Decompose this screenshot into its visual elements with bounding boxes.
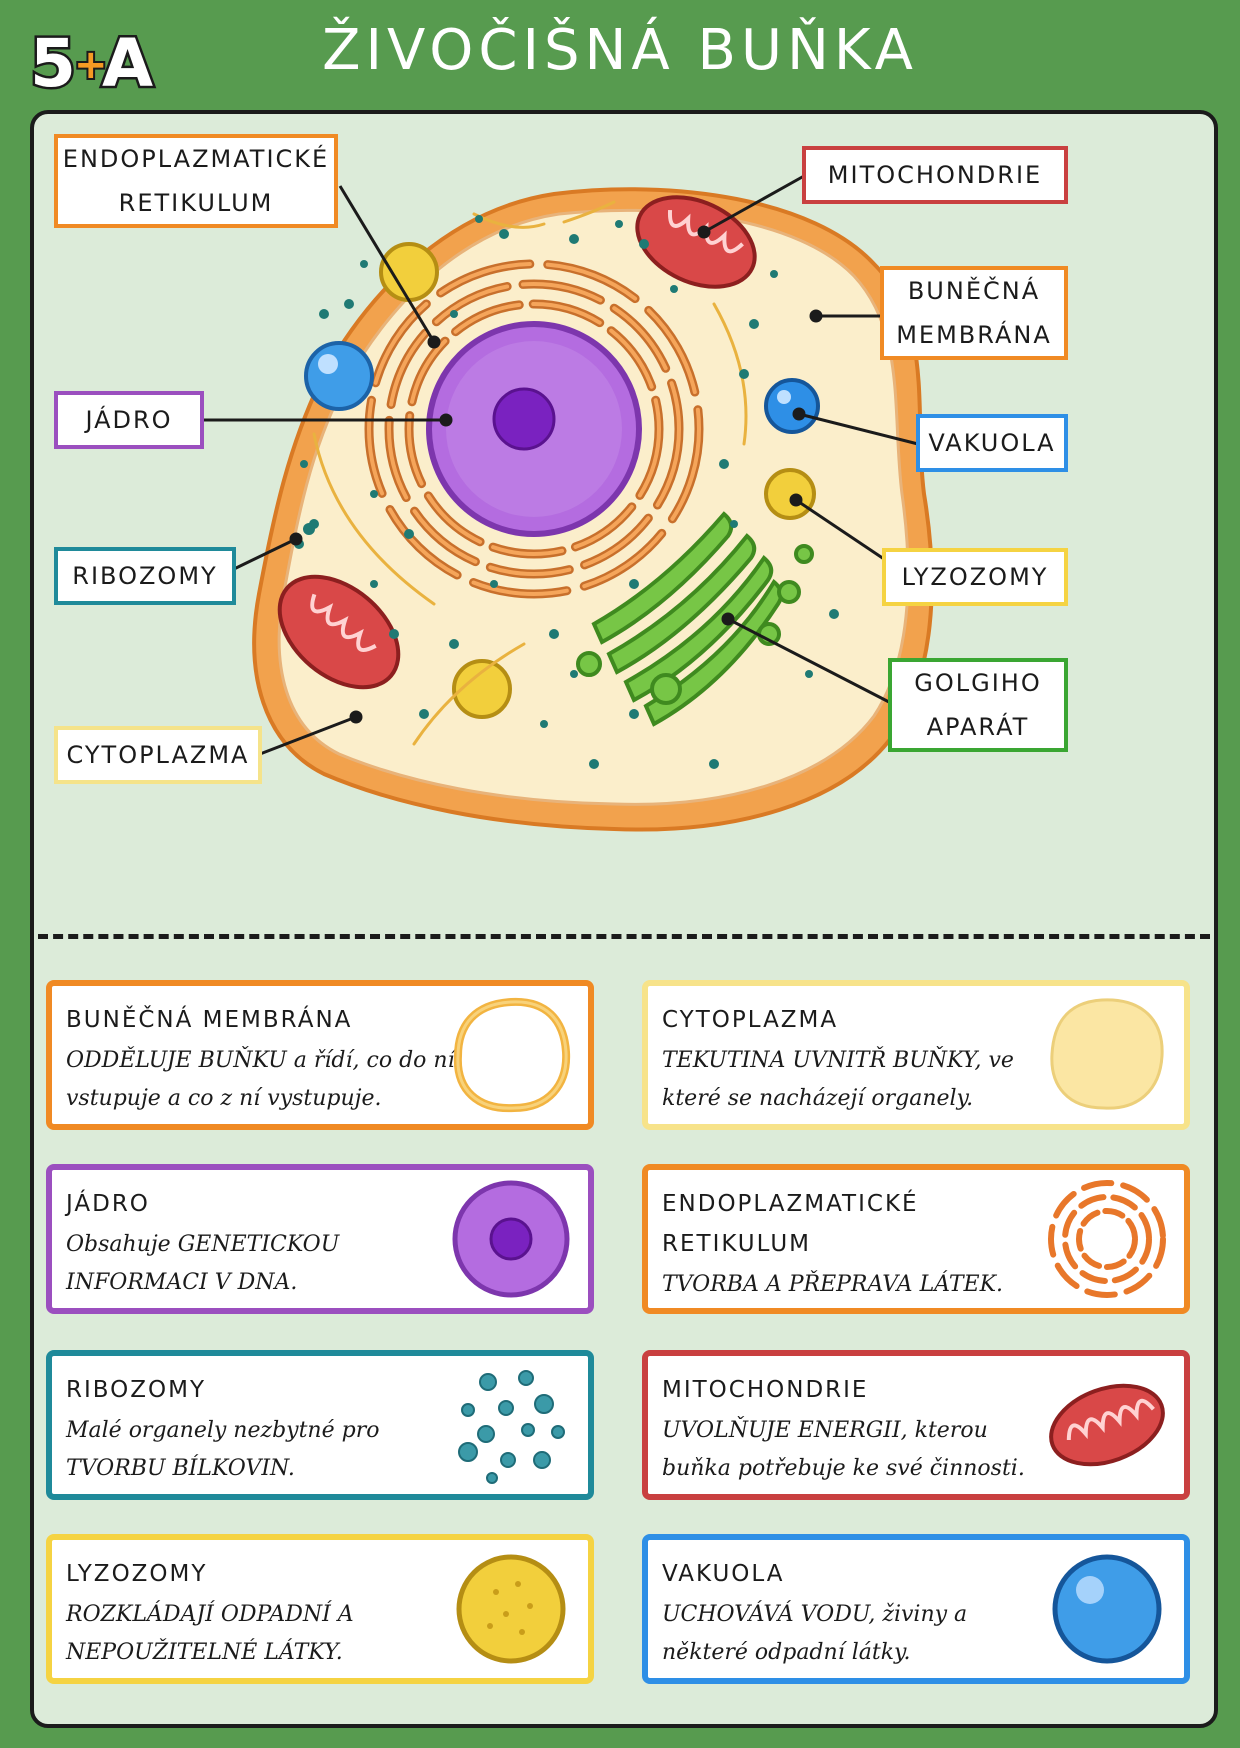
animal-cell-diagram (202, 174, 934, 832)
card-title: LYZOZOMY (66, 1561, 208, 1587)
diagram-panel: ENDOPLAZMATICKÉ RETIKULUM MITOCHONDRIE B… (30, 110, 1218, 1728)
card-description: Obsahuje GENETICKOU INFORMACI V DNA. (66, 1232, 340, 1295)
card-title: VAKUOLA (662, 1561, 785, 1587)
card-description: TVORBA A PŘEPRAVA LÁTEK. (662, 1272, 1004, 1297)
card-mitochondria: MITOCHONDRIE UVOLŇUJE ENERGII, kterou bu… (642, 1350, 1190, 1500)
card-description: ROZKLÁDAJÍ ODPADNÍ A NEPOUŽITELNÉ LÁTKY. (66, 1602, 354, 1665)
card-title: ENDOPLAZMATICKÉ RETIKULUM (662, 1191, 919, 1257)
card-description: Malé organely nezbytné pro TVORBU BÍLKOV… (66, 1418, 380, 1481)
label-nucleus: JÁDRO (54, 391, 204, 449)
card-title: BUNĚČNÁ MEMBRÁNA (66, 1007, 353, 1033)
cytoplasm-icon (1050, 998, 1164, 1110)
label-lysosomes: LYZOZOMY (882, 548, 1068, 606)
label-endoplasmic-reticulum: ENDOPLAZMATICKÉ RETIKULUM (54, 134, 338, 228)
logo-5-plus-a: 5 + A (28, 23, 156, 101)
card-nucleus: JÁDRO Obsahuje GENETICKOU INFORMACI V DN… (46, 1164, 594, 1314)
ribosomes (294, 215, 839, 769)
nucleolus (492, 387, 556, 451)
lysosome-icon (456, 1554, 566, 1664)
card-cell-membrane: BUNĚČNÁ MEMBRÁNA ODDĚLUJE BUŇKU a řídí, … (46, 980, 594, 1130)
svg-text:A: A (102, 25, 153, 100)
vacuole-small (764, 378, 820, 434)
card-endoplasmic-reticulum: ENDOPLAZMATICKÉ RETIKULUM TVORBA A PŘEPR… (642, 1164, 1190, 1314)
lysosome-2 (764, 468, 816, 520)
svg-text:+: + (74, 42, 108, 88)
card-ribosomes: RIBOZOMY Malé organely nezbytné pro TVOR… (46, 1350, 594, 1500)
lysosome-1 (379, 242, 439, 302)
card-description: ODDĚLUJE BUŇKU a řídí, co do ní vstupuje… (66, 1048, 455, 1111)
label-cytoplasm: CYTOPLAZMA (54, 726, 262, 784)
card-title: JÁDRO (66, 1191, 150, 1217)
mitochondrion-bottom (277, 574, 401, 690)
label-golgi: GOLGIHO APARÁT (888, 658, 1068, 752)
ribosomes-icon (458, 1370, 565, 1484)
label-vacuole: VAKUOLA (916, 414, 1068, 472)
card-vacuole: VAKUOLA UCHOVÁVÁ VODU, živiny a některé … (642, 1534, 1190, 1684)
section-divider (38, 934, 1210, 939)
label-ribosomes: RIBOZOMY (54, 547, 236, 605)
card-title: CYTOPLAZMA (662, 1007, 839, 1033)
vacuole-icon (1052, 1554, 1162, 1664)
er-icon (1048, 1180, 1166, 1298)
lysosome-3 (452, 659, 512, 719)
label-cell-membrane: BUNĚČNÁ MEMBRÁNA (880, 266, 1068, 360)
label-mitochondria: MITOCHONDRIE (802, 146, 1068, 204)
mitochondria-icon (1049, 1383, 1165, 1467)
card-lysosomes: LYZOZOMY ROZKLÁDAJÍ ODPADNÍ A NEPOUŽITEL… (46, 1534, 594, 1684)
card-description: TEKUTINA UVNITŘ BUŇKY, ve které se nachá… (662, 1048, 1014, 1111)
card-title: RIBOZOMY (66, 1377, 206, 1403)
card-description: UVOLŇUJE ENERGII, kterou buňka potřebuje… (662, 1418, 1025, 1481)
card-cytoplasm: CYTOPLAZMA TEKUTINA UVNITŘ BUŇKY, ve kte… (642, 980, 1190, 1130)
membrane-icon (453, 997, 571, 1113)
card-description: UCHOVÁVÁ VODU, živiny a některé odpadní … (662, 1602, 968, 1665)
page-title: ŽIVOČIŠNÁ BUŇKA (322, 18, 918, 83)
card-title: MITOCHONDRIE (662, 1377, 869, 1403)
golgi-apparatus (576, 511, 814, 727)
svg-text:5: 5 (30, 25, 76, 100)
vacuole-large (304, 341, 374, 411)
nucleus-icon (452, 1180, 570, 1298)
